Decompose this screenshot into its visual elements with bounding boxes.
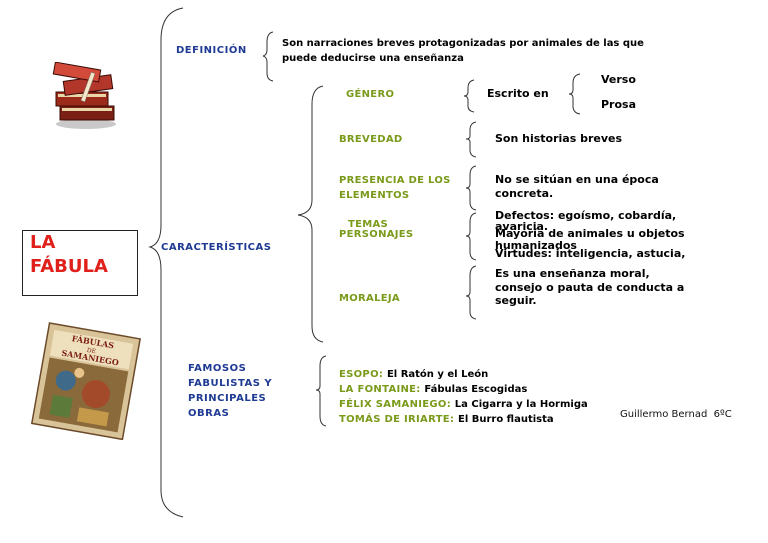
- fabulista-work: La Cigarra y la Hormiga: [454, 399, 588, 410]
- fabulista-row: FÉLIX SAMANIEGO: La Cigarra y la Hormiga: [339, 392, 588, 411]
- caracteristicas-label: CARACTERÍSTICAS: [161, 242, 272, 253]
- temas-text-c: Virtudes: inteligencia, astucia,: [495, 247, 686, 260]
- fabulista-row: TOMÁS DE IRIARTE: El Burro flautista: [339, 407, 554, 426]
- fabulista-author: LA FONTAINE:: [339, 384, 425, 395]
- title-line-2: FÁBULA: [30, 256, 108, 277]
- moraleja-label: MORALEJA: [339, 293, 400, 304]
- fabulista-row: ESOPO: El Ratón y el León: [339, 362, 488, 381]
- book-cover-line-2: DE: [86, 347, 96, 355]
- brevedad-text: Son historias breves: [495, 132, 623, 145]
- definicion-text-1: Son narraciones breves protagonizadas po…: [282, 38, 644, 49]
- fabulista-author: TOMÁS DE IRIARTE:: [339, 414, 458, 425]
- genero-label: GÉNERO: [346, 89, 395, 100]
- genero-opt-verso: Verso: [601, 73, 636, 86]
- fabulista-work: Fábulas Escogidas: [424, 384, 528, 395]
- moraleja-text-1: Es una enseñanza moral,: [495, 267, 650, 280]
- fabulista-work: El Burro flautista: [457, 414, 554, 425]
- presencia-label-2: ELEMENTOS: [339, 190, 410, 201]
- fabulista-author: ESOPO:: [339, 369, 387, 380]
- books-stack-icon: [50, 61, 120, 130]
- fabulista-row: LA FONTAINE: Fábulas Escogidas: [339, 377, 527, 396]
- fabulista-author: FÉLIX SAMANIEGO:: [339, 399, 455, 410]
- personajes-label: PERSONAJES: [339, 229, 414, 240]
- famosos-label-1: FAMOSOS: [188, 363, 247, 374]
- moraleja-text-2: consejo o pauta de conducta a: [495, 281, 685, 294]
- presencia-text-1: No se sitúan en una época: [495, 173, 659, 186]
- title-line-1: LA: [30, 232, 56, 253]
- genero-escrito: Escrito en: [487, 87, 549, 100]
- definicion-text-2: puede deducirse una enseñanza: [282, 53, 464, 64]
- fabulista-work: El Ratón y el León: [386, 369, 489, 380]
- fabulas-samaniego-book-image: FÁBULAS DE SAMANIEGO: [26, 322, 144, 441]
- temas-text-a2: avaricia.: [495, 220, 549, 233]
- presencia-label-1: PRESENCIA DE LOS: [339, 175, 451, 186]
- temas-text-b1: Mayoría de animales u objetos: [495, 227, 685, 240]
- famosos-label-4: OBRAS: [188, 408, 230, 419]
- title-box: LA FÁBULA: [22, 230, 138, 296]
- famosos-label-2: FABULISTAS Y: [188, 378, 273, 389]
- temas-text-a1: Defectos: egoísmo, cobardía,: [495, 209, 677, 222]
- presencia-text-2: concreta.: [495, 187, 554, 200]
- genero-opt-prosa: Prosa: [601, 98, 637, 111]
- definicion-label: DEFINICIÓN: [176, 45, 247, 56]
- moraleja-text-3: seguir.: [495, 294, 537, 307]
- famosos-label-3: PRINCIPALES: [188, 393, 267, 404]
- temas-label: TEMAS: [348, 219, 389, 230]
- brevedad-label: BREVEDAD: [339, 134, 403, 145]
- signature: Guillermo Bernad 6ºC: [620, 409, 732, 420]
- temas-text-b2: humanizados: [495, 239, 577, 252]
